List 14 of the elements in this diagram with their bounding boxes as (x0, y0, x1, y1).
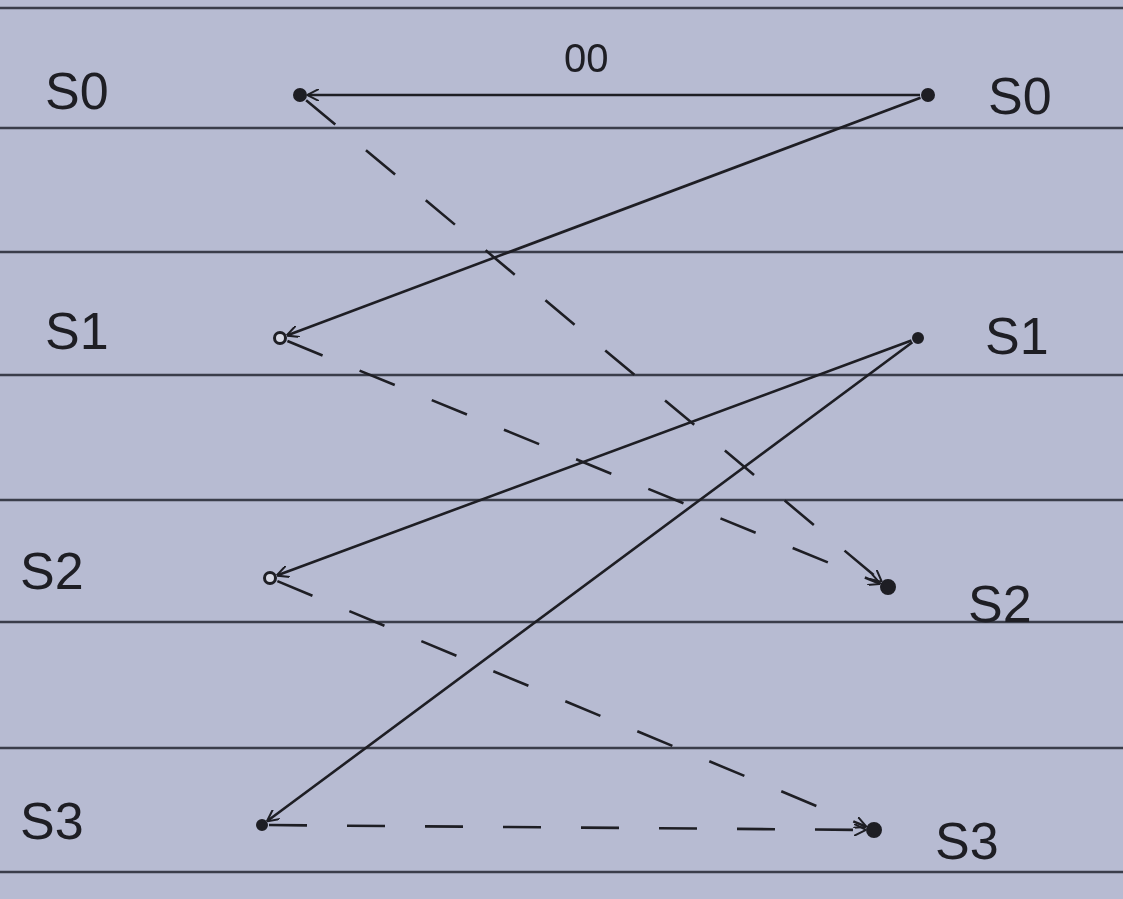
state-label: S1 (45, 305, 109, 357)
arrow (276, 579, 868, 829)
state-label: S3 (20, 795, 84, 847)
state-label: S2 (20, 545, 84, 597)
arrow (306, 88, 920, 102)
arrow (305, 99, 883, 583)
arrow (269, 822, 867, 837)
arrow (265, 341, 914, 823)
state-label: S2 (968, 578, 1032, 630)
state-label: S1 (985, 310, 1049, 362)
state-label: S3 (935, 815, 999, 867)
arrow (285, 96, 921, 338)
state-label: S0 (45, 65, 109, 117)
state-label: S0 (988, 70, 1052, 122)
